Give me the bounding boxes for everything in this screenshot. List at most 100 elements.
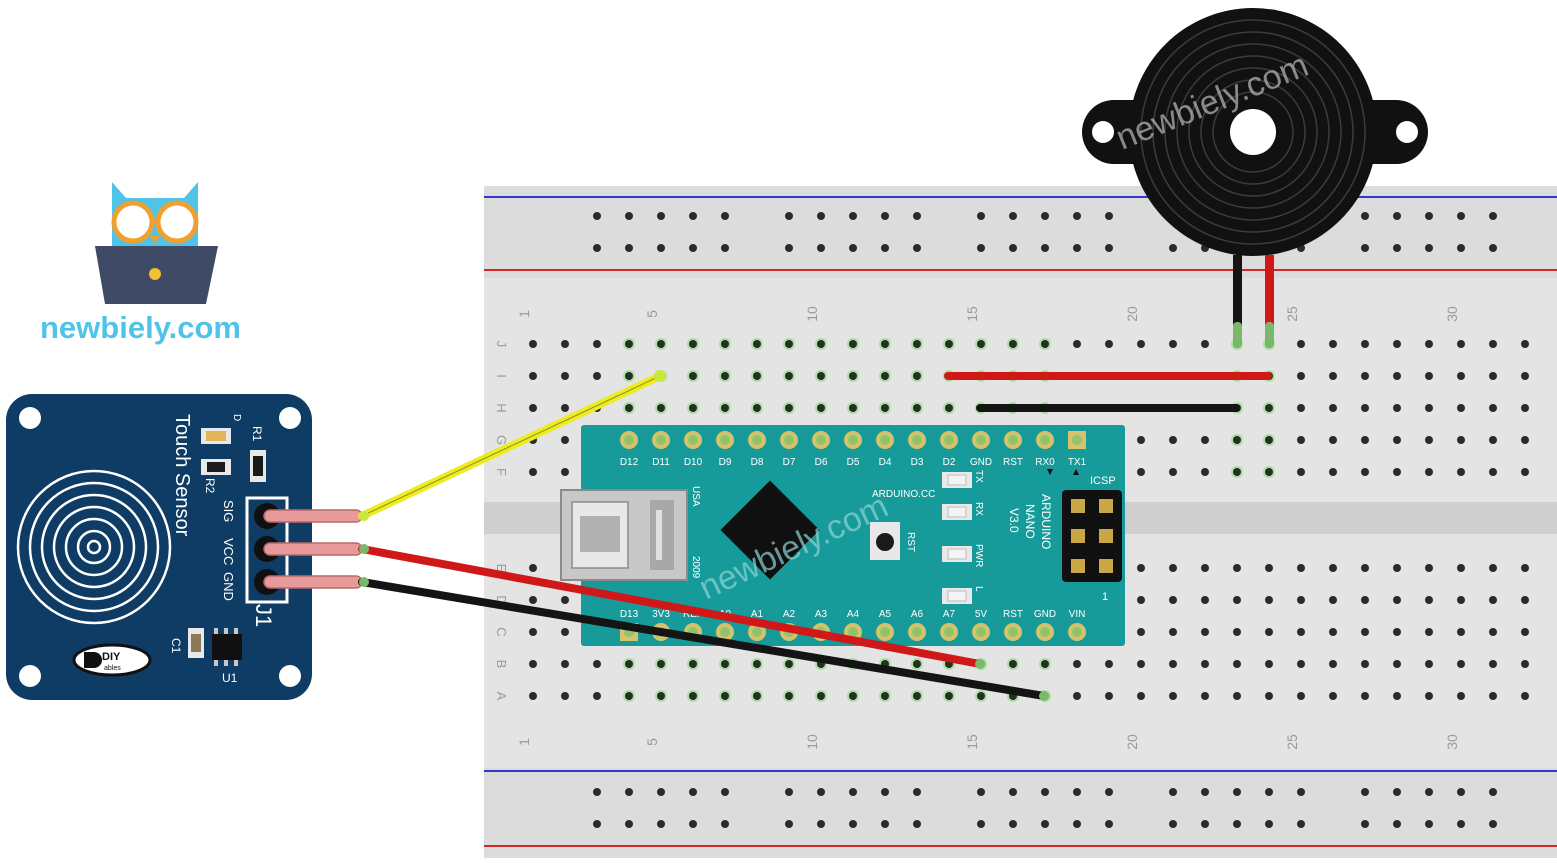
breadboard-hole [561, 596, 569, 604]
rail-hole [1265, 788, 1273, 796]
breadboard-hole [529, 372, 537, 380]
breadboard-hole [1521, 404, 1529, 412]
breadboard-hole [1265, 468, 1273, 476]
breadboard-hole [1265, 628, 1273, 636]
icsp-pin [1099, 499, 1113, 513]
breadboard-hole [977, 692, 985, 700]
arduino-pin-center [976, 435, 986, 445]
icsp-pin [1099, 559, 1113, 573]
rail-hole [849, 820, 857, 828]
rail-hole [1425, 244, 1433, 252]
breadboard-hole [1201, 468, 1209, 476]
breadboard-hole [817, 404, 825, 412]
column-number: 5 [644, 310, 660, 318]
mount-hole [279, 665, 301, 687]
breadboard-hole [657, 692, 665, 700]
mount-hole [19, 407, 41, 429]
label-c1: C1 [169, 638, 183, 654]
rail-hole [1009, 244, 1017, 252]
rail-hole [1425, 788, 1433, 796]
arduino-pin-label: VIN [1069, 609, 1086, 620]
breadboard-hole [1169, 692, 1177, 700]
breadboard-hole [625, 692, 633, 700]
pin-label-vcc: VCC [221, 538, 236, 565]
breadboard-hole [1329, 404, 1337, 412]
breadboard-hole [1457, 564, 1465, 572]
breadboard-hole [1361, 468, 1369, 476]
breadboard-hole [1169, 340, 1177, 348]
breadboard-hole [1329, 692, 1337, 700]
breadboard-hole [657, 340, 665, 348]
arduino-pin-label: GND [1034, 609, 1056, 620]
row-label: E [494, 564, 509, 573]
breadboard-hole [1489, 340, 1497, 348]
rail-hole [817, 820, 825, 828]
rail-hole [1393, 820, 1401, 828]
breadboard-hole [1169, 436, 1177, 444]
rail-hole [625, 212, 633, 220]
breadboard-hole [1041, 340, 1049, 348]
rail-hole [1265, 820, 1273, 828]
breadboard-hole [785, 692, 793, 700]
buzzer-lead-negative [1233, 255, 1242, 341]
breadboard-hole [1201, 628, 1209, 636]
arduino-pin-center [1040, 627, 1050, 637]
arduino-pin-label: A2 [783, 609, 796, 620]
column-number: 10 [804, 306, 820, 322]
breadboard-hole [881, 372, 889, 380]
arduino-pin-center [752, 435, 762, 445]
breadboard-hole [1425, 692, 1433, 700]
arduino-pin-center [912, 435, 922, 445]
model-line-1: ARDUINO [1039, 494, 1053, 549]
breadboard-hole [689, 692, 697, 700]
breadboard-hole [529, 468, 537, 476]
arduino-pin-label: D7 [783, 457, 796, 468]
led-lens [947, 506, 967, 518]
mount-hole [19, 665, 41, 687]
breadboard-hole [1233, 628, 1241, 636]
rail-hole [1361, 212, 1369, 220]
breadboard-hole [1265, 660, 1273, 668]
breadboard-hole [1521, 564, 1529, 572]
header-label-j1: J1 [251, 604, 276, 627]
breadboard-hole [721, 372, 729, 380]
rail-hole [1105, 820, 1113, 828]
rail-hole [625, 820, 633, 828]
rail-hole [913, 820, 921, 828]
breadboard-hole [1361, 404, 1369, 412]
arduino-pin-label: A1 [751, 609, 764, 620]
rail-hole [721, 212, 729, 220]
breadboard-hole [1393, 372, 1401, 380]
breadboard-hole [1489, 564, 1497, 572]
breadboard-hole [1169, 660, 1177, 668]
rail-hole [593, 820, 601, 828]
rail-hole [1361, 244, 1369, 252]
breadboard-hole [593, 372, 601, 380]
breadboard-hole [1137, 692, 1145, 700]
rail-hole [881, 212, 889, 220]
breadboard-hole [1201, 660, 1209, 668]
rail-hole [689, 244, 697, 252]
breadboard-hole [1137, 564, 1145, 572]
breadboard-hole [561, 660, 569, 668]
arduino-pin-label: GND [970, 457, 992, 468]
rail-hole [721, 244, 729, 252]
breadboard-hole [529, 564, 537, 572]
rail-hole [1073, 244, 1081, 252]
arduino-pin-center [880, 627, 890, 637]
breadboard-hole [1233, 436, 1241, 444]
column-number: 25 [1284, 306, 1300, 322]
rail-hole [1073, 820, 1081, 828]
breadboard-hole [1233, 468, 1241, 476]
breadboard-hole [881, 340, 889, 348]
rail-hole [1393, 244, 1401, 252]
breadboard-hole [1393, 564, 1401, 572]
breadboard-hole [1297, 436, 1305, 444]
breadboard-hole [1233, 660, 1241, 668]
rail-hole [593, 244, 601, 252]
rail-hole [1009, 212, 1017, 220]
led-label: RX [973, 502, 984, 516]
breadboard-hole [1265, 692, 1273, 700]
